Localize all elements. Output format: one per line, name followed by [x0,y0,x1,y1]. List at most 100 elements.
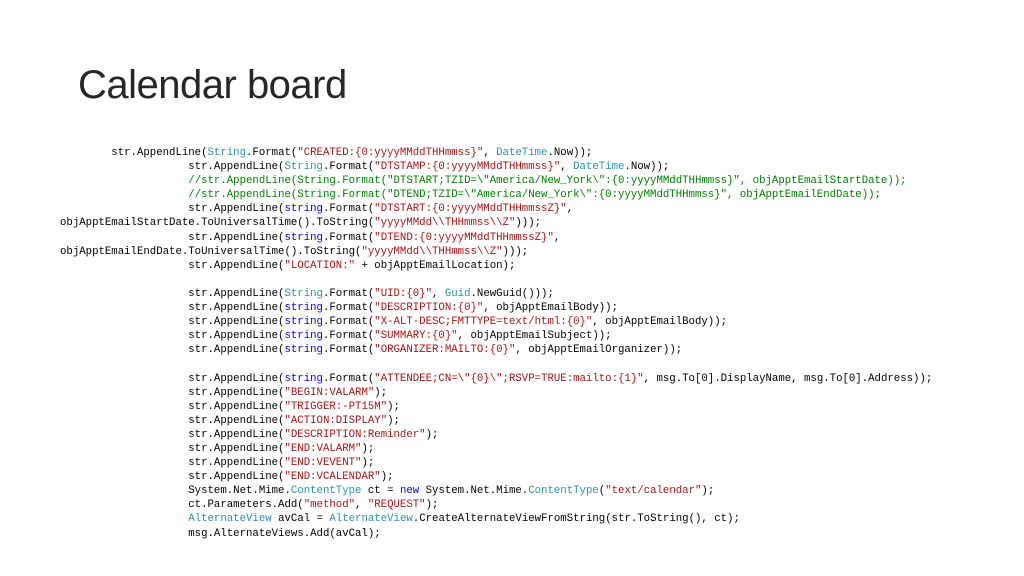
slide-title: Calendar board [78,63,347,107]
code-token: AlternateView [188,513,272,526]
code-line: msg.AlternateViews.Add(avCal); [60,527,932,541]
code-line: AlternateView avCal = AlternateView.Crea… [60,512,932,526]
code-block: str.AppendLine(String.Format("CREATED:{0… [60,146,932,541]
code-token: "DTSTAMP:{0:yyyyMMddTHHmmss}" [374,161,561,174]
code-token: objApptEmailEndDate.ToUniversalTime().To… [60,245,362,258]
code-token: ContentType [528,485,599,498]
code-token: .Format( [246,147,298,159]
code-token: str.AppendLine( [60,330,285,343]
code-token: ); [380,471,394,484]
code-token: .Format( [322,344,375,357]
code-token: string [284,330,323,343]
code-token: str.AppendLine( [60,442,285,455]
code-line: str.AppendLine(String.Format("DTSTAMP:{0… [60,160,932,174]
code-token: ct.Parameters.Add( [60,499,304,512]
code-token: , objApptEmailBody)); [483,302,618,315]
code-token: str.AppendLine( [60,259,285,272]
code-token: "END:VALARM" [284,442,362,455]
code-line: str.AppendLine(string.Format("X-ALT-DESC… [60,315,932,329]
code-token: .Format( [322,161,375,174]
code-token: str.AppendLine( [60,457,285,470]
code-token: ))); [502,245,529,258]
code-token: "ACTION:DISPLAY" [284,414,388,427]
code-line: System.Net.Mime.ContentType ct = new Sys… [60,484,932,498]
code-token: ); [361,457,375,470]
code-token: ct = [361,485,400,498]
code-line: str.AppendLine(string.Format("ATTENDEE;C… [60,372,932,386]
code-token: string [284,316,323,329]
code-token: , [355,499,368,512]
code-token: str.AppendLine( [60,287,285,300]
code-token: "END:VEVENT" [284,457,362,470]
code-token: ); [387,414,400,427]
code-line: str.AppendLine(String.Format("CREATED:{0… [60,146,932,160]
code-token: .CreateAlternateViewFromString(str.ToStr… [412,513,740,526]
code-line: objApptEmailEndDate.ToUniversalTime().To… [60,245,932,259]
code-token: , objApptEmailBody)); [592,316,728,329]
code-token: "X-ALT-DESC;FMTTYPE=text/html:{0}" [374,316,593,329]
code-line: str.AppendLine("ACTION:DISPLAY"); [60,414,932,428]
code-token: str.AppendLine( [60,414,285,427]
code-token: ); [387,400,400,413]
code-token: "method" [303,499,356,512]
code-token: ); [425,499,439,512]
code-line: str.AppendLine(String.Format("UID:{0}", … [60,287,932,301]
code-token: str.AppendLine( [60,471,285,484]
code-token: avCal = [271,513,330,526]
code-token: "DESCRIPTION:Reminder" [284,428,426,441]
code-token: "TRIGGER:-PT15M" [284,400,388,413]
code-line: objApptEmailStartDate.ToUniversalTime().… [60,216,932,230]
code-token: "SUMMARY:{0}" [374,330,458,343]
code-token: msg.AlternateViews.Add(avCal); [60,527,381,540]
code-token: ); [425,428,439,441]
code-token: str.AppendLine( [60,372,285,385]
code-token: System.Net.Mime. [419,485,529,498]
code-line: str.AppendLine("TRIGGER:-PT15M"); [60,400,932,414]
code-token: "yyyyMMdd\\THHmmss\\Z" [374,217,516,230]
code-token: str.AppendLine( [60,386,285,399]
code-token: "LOCATION:" [284,259,356,272]
code-token: "text/calendar" [605,485,702,498]
code-token: "REQUEST" [367,499,426,512]
code-token: System.Net.Mime. [60,485,291,498]
code-token: str.AppendLine( [60,147,208,159]
code-token: , msg.To[0].DisplayName, msg.To[0].Addre… [643,372,933,385]
code-token: "yyyyMMdd\\THHmmss\\Z" [361,245,503,258]
code-token: .Format( [322,302,375,315]
code-token: .Format( [322,231,375,244]
code-token: string [284,203,323,216]
code-line [60,273,932,287]
code-line: //str.AppendLine(String.Format("DTEND;TZ… [60,188,932,202]
code-token [60,175,188,187]
code-token: ); [701,485,715,498]
code-token: objApptEmailStartDate.ToUniversalTime().… [60,217,375,230]
code-line: str.AppendLine(string.Format("DESCRIPTIO… [60,301,932,315]
code-token: str.AppendLine( [60,316,285,329]
code-token: .Now)); [547,147,593,159]
code-token: , [553,231,561,244]
code-token [60,513,188,525]
code-token: .Now)); [624,161,670,174]
code-token: "END:VCALENDAR" [284,471,381,484]
code-token: + objApptEmailLocation); [355,259,516,272]
code-token: str.AppendLine( [60,161,285,174]
code-token: AlternateView [329,513,413,526]
code-token: , [483,147,497,159]
code-token: "DTEND:{0:yyyyMMddTHHmmssZ}" [374,231,554,244]
code-token: .Format( [322,287,375,300]
code-token: str.AppendLine( [60,428,285,441]
code-token: "DESCRIPTION:{0}" [374,302,484,315]
code-line: str.AppendLine(string.Format("DTSTART:{0… [60,202,932,216]
code-token: new [399,485,420,498]
code-token: string [284,231,323,244]
code-token: , [432,287,445,300]
code-token: "DTSTART:{0:yyyyMMddTHHmmssZ}" [374,203,567,216]
code-token: "ATTENDEE;CN=\"{0}\";RSVP=TRUE:mailto:{1… [374,372,644,385]
code-line: //str.AppendLine(String.Format("DTSTART;… [60,174,932,188]
code-token [60,189,188,201]
code-token: str.AppendLine( [60,400,285,413]
code-token: str.AppendLine( [60,344,285,357]
code-token: , [560,161,574,174]
code-line: str.AppendLine(string.Format("DTEND:{0:y… [60,231,932,245]
